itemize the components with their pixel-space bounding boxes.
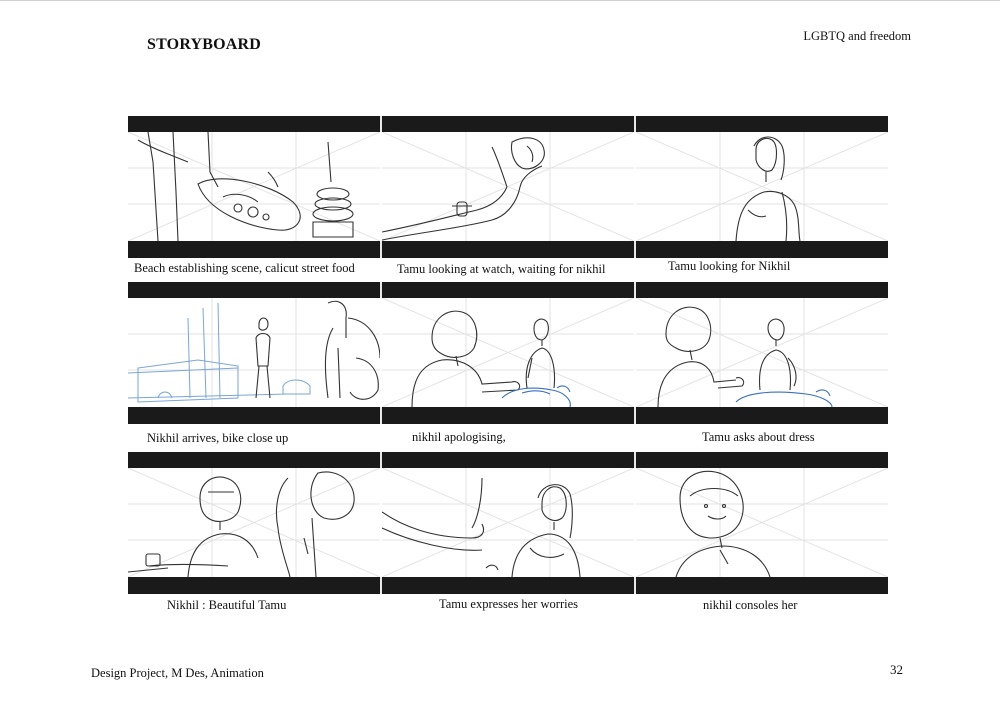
storyboard-frame-6 — [636, 298, 888, 407]
frame-bar-top — [128, 116, 888, 132]
frame-caption-9: nikhil consoles her — [703, 598, 798, 612]
frame-bar-top — [128, 282, 888, 298]
storyboard-grid — [128, 116, 888, 596]
frame-divider — [634, 282, 636, 424]
storyboard-frame-4 — [128, 298, 380, 407]
page-title: STORYBOARD — [147, 36, 262, 53]
storyboard-frame-7 — [128, 468, 380, 577]
frame-caption-2: Tamu looking at watch, waiting for nikhi… — [397, 262, 606, 276]
frame-divider — [634, 116, 636, 258]
frame-bar-bottom — [128, 577, 888, 594]
storyboard-frame-5 — [382, 298, 634, 407]
storyboard-frame-8 — [382, 468, 634, 577]
storyboard-row-3 — [128, 452, 888, 594]
frame-caption-6: Tamu asks about dress — [702, 430, 815, 444]
storyboard-frame-1 — [128, 132, 380, 241]
storyboard-row-2 — [128, 282, 888, 424]
footer-page-number: 32 — [890, 662, 903, 677]
frame-divider — [380, 116, 382, 258]
footer-course: Design Project, M Des, Animation — [91, 666, 264, 680]
storyboard-frame-3 — [636, 132, 888, 241]
frame-caption-8: Tamu expresses her worries — [439, 597, 579, 611]
frame-bar-bottom — [128, 241, 888, 258]
frame-bar-bottom — [128, 407, 888, 424]
frame-caption-7: Nikhil : Beautiful Tamu — [167, 598, 287, 612]
frame-divider — [380, 282, 382, 424]
page-subject: LGBTQ and freedom — [803, 29, 911, 43]
storyboard-row-1 — [128, 116, 888, 258]
frame-caption-3: Tamu looking for Nikhil — [668, 259, 791, 273]
frame-bar-top — [128, 452, 888, 468]
page-top-border — [0, 0, 1000, 1]
frame-caption-5: nikhil apologising, — [412, 430, 506, 444]
storyboard-frame-2 — [382, 132, 634, 241]
frame-divider — [634, 452, 636, 594]
frame-caption-1: Beach establishing scene, calicut street… — [134, 261, 355, 275]
frame-divider — [380, 452, 382, 594]
storyboard-frame-9 — [636, 468, 888, 577]
frame-caption-4: Nikhil arrives, bike close up — [147, 431, 289, 445]
